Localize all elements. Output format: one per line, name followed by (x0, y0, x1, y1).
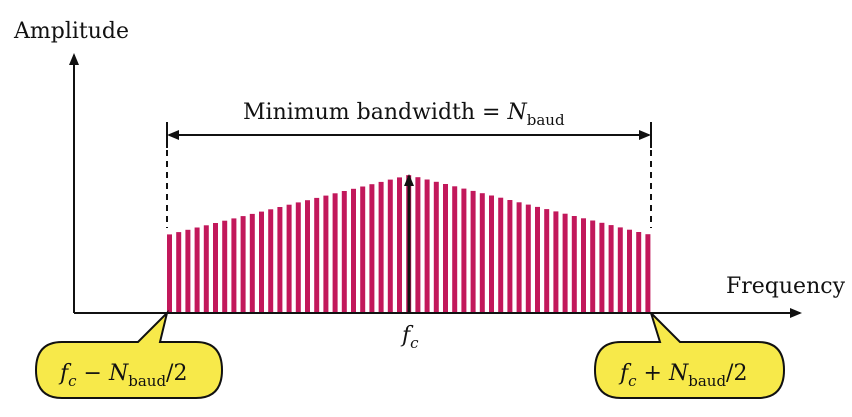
spectrum-bar (240, 216, 246, 312)
spectrum-bar (369, 184, 375, 312)
spectrum-bar (590, 220, 596, 312)
spectrum-bar (259, 211, 264, 312)
right-callout-label: fc + Nbaud/2 (618, 361, 747, 390)
spectrum-bar (424, 179, 430, 312)
spectrum-bar (194, 227, 200, 312)
spectrum-bar (553, 211, 559, 312)
spectrum-bar (581, 218, 586, 312)
spectrum-bar (314, 197, 320, 312)
spectrum-bar (295, 202, 301, 312)
center-frequency-label: fc (400, 323, 419, 352)
spectrum-bar (277, 207, 283, 312)
spectrum-bar (203, 225, 209, 312)
spectrum-bars (167, 175, 651, 312)
spectrum-bar (479, 193, 485, 312)
spectrum-bar (286, 204, 292, 312)
spectrum-bar (507, 200, 513, 312)
bandwidth-label: Minimum bandwidth = Nbaud (243, 100, 565, 129)
spectrum-bar (636, 232, 642, 312)
spectrum-bar (305, 200, 310, 312)
spectrum-bar (617, 227, 623, 312)
spectrum-bar (332, 193, 338, 312)
spectrum-bar (461, 188, 467, 312)
spectrum-bar (387, 179, 393, 312)
spectrum-bar (341, 191, 347, 312)
spectrum-bar (415, 177, 421, 312)
y-axis-label: Amplitude (13, 19, 129, 44)
x-axis-label: Frequency (726, 274, 846, 299)
spectrum-bar (452, 186, 458, 312)
spectrum-bar (645, 234, 651, 312)
spectrum-bar (213, 223, 218, 312)
spectrum-bar (249, 213, 255, 312)
spectrum-bar (185, 229, 191, 312)
spectrum-bar (562, 213, 568, 312)
spectrum-bar (525, 204, 531, 312)
spectrum-bar (443, 184, 448, 312)
spectrum-bar (544, 209, 550, 312)
spectrum-bar (176, 232, 182, 312)
spectrum-bar (627, 229, 632, 312)
spectrum-bar (360, 186, 366, 312)
spectrum-bar (231, 218, 237, 312)
spectrum-bar (433, 181, 439, 312)
right-callout-bubble (593, 312, 786, 399)
spectrum-bar (571, 216, 577, 312)
spectrum-bar (489, 195, 494, 312)
spectrum-bar (397, 177, 402, 312)
spectrum-bar (516, 202, 522, 312)
spectrum-bar (470, 190, 476, 312)
spectrum-bar (268, 209, 274, 312)
spectrum-bar (378, 181, 384, 312)
spectrum-bar (535, 206, 540, 312)
spectrum-bar (599, 222, 605, 312)
spectrum-bar (351, 188, 356, 312)
spectrum-bar (608, 225, 614, 312)
left-callout-bubble (34, 309, 224, 399)
spectrum-bar (323, 195, 329, 312)
spectrum-bar (167, 234, 172, 312)
spectrum-bar (498, 197, 504, 312)
spectrum-bar (222, 220, 228, 312)
left-callout-label: fc − Nbaud/2 (58, 361, 187, 390)
